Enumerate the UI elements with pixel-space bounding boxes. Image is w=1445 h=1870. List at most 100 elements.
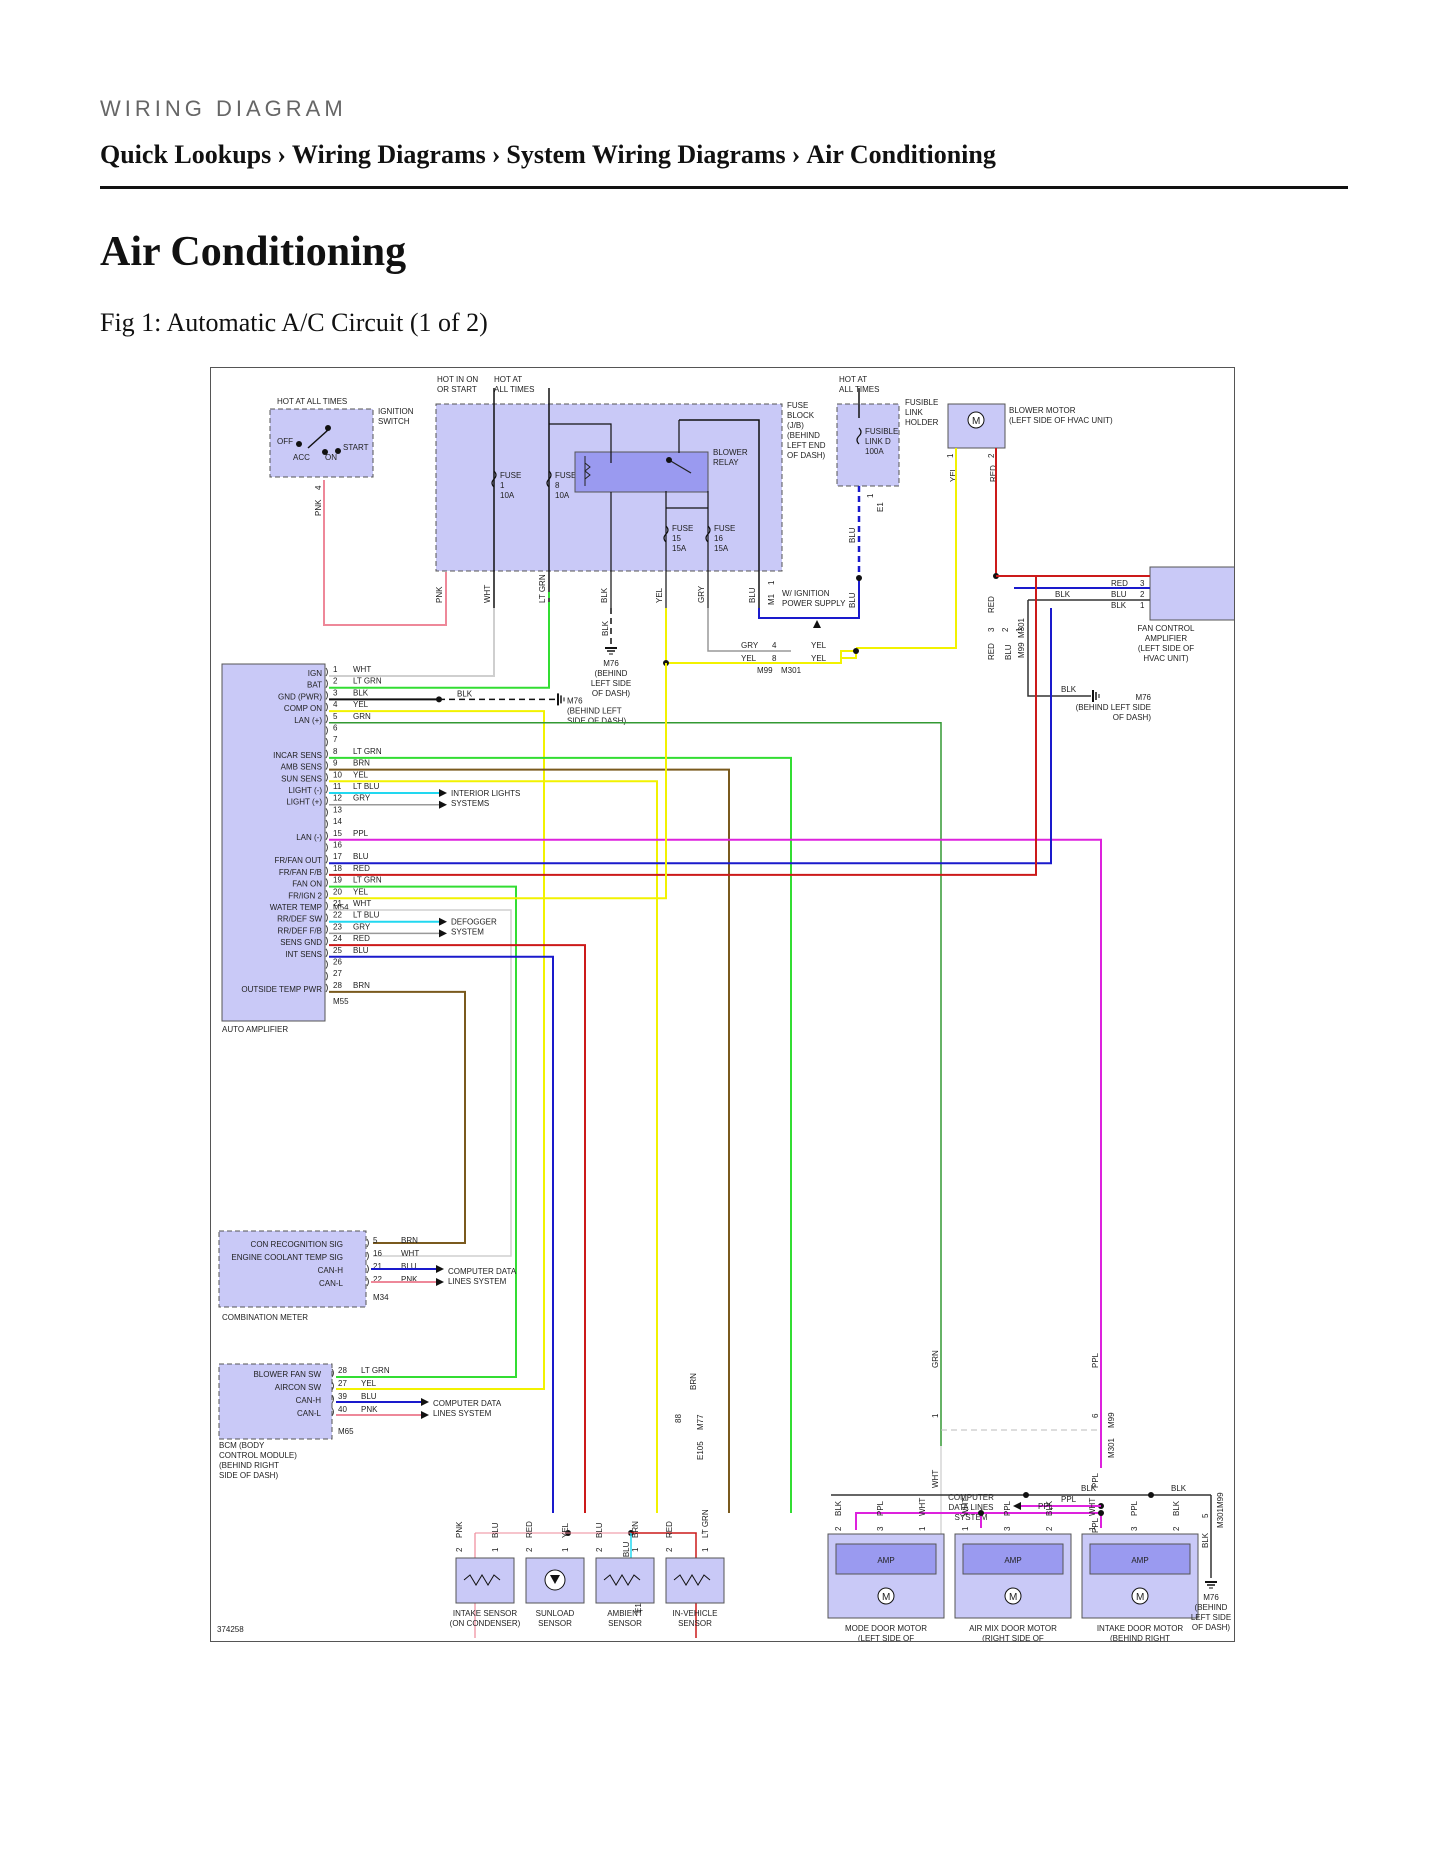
diagram-label: YEL (361, 1379, 377, 1388)
diagram-label: 16 (373, 1249, 382, 1258)
diagram-label: BLK (834, 1500, 843, 1516)
diagram-label: BLK (1081, 1484, 1097, 1493)
diagram-label: FUSIBLE (905, 398, 938, 407)
diagram-label: HOLDER (905, 418, 939, 427)
motor-icon (967, 411, 985, 429)
diagram-label: 22 (373, 1275, 382, 1284)
diagram-label: COMPUTER DATA (448, 1267, 517, 1276)
diagram-label: 1 (1140, 601, 1145, 610)
diagram-label: INCAR SENS (273, 751, 322, 760)
diagram-label: BLK (1111, 601, 1127, 610)
wire-yel-blower (856, 448, 957, 649)
diagram-label: PNK (401, 1275, 418, 1284)
diagram-label: SENSOR (608, 1619, 642, 1628)
diagram-label: OF DASH) (787, 451, 826, 460)
header-divider (100, 186, 1348, 189)
diagram-label: BLK (1055, 590, 1071, 599)
diagram-label: 5 (333, 712, 338, 721)
motor-icon (877, 1587, 895, 1605)
diagram-label: MODE DOOR MOTOR (845, 1624, 927, 1633)
pin-terminal (325, 702, 328, 712)
diagram-label: FR/FAN OUT (274, 856, 322, 865)
diagram-label: BLU (353, 852, 369, 861)
fuse-feed-blu (679, 419, 760, 608)
diagram-label: SENS GND (280, 938, 322, 947)
diagram-label: YEL (811, 641, 827, 650)
diagram-label: BLK (1201, 1532, 1210, 1548)
breadcrumb-air-conditioning[interactable]: Air Conditioning (806, 140, 996, 169)
diagram-label: BAT (307, 681, 322, 690)
diagram-label: AMB SENS (281, 763, 322, 772)
wire-yel-comp-on (329, 710, 545, 1368)
diagram-label: COMPUTER (948, 1493, 994, 1502)
diagram-label: AMBIENT (607, 1609, 643, 1618)
switch-pivot (325, 425, 331, 431)
diagram-label: SIDE OF DASH) (219, 1471, 278, 1480)
diagram-label: PNK (314, 499, 323, 516)
wire-blu-supply (758, 578, 860, 619)
diagram-label: OUTSIDE TEMP PWR (241, 985, 322, 994)
wire-ppl-lan (329, 838, 1102, 1468)
diagram-label: 15A (714, 544, 729, 553)
fan-control-amplifier (1149, 566, 1234, 621)
motor-icon-label: M (882, 1592, 890, 1603)
diagram-label: WHT (918, 1498, 927, 1516)
diagram-label: (BEHIND (595, 669, 628, 678)
diagram-label: OR START (437, 385, 477, 394)
pin-terminal (325, 749, 328, 759)
diagram-label: 15A (672, 544, 687, 553)
switch-terminal (296, 441, 302, 447)
pin-terminal (325, 667, 328, 677)
diagram-label: BLK (1061, 685, 1077, 694)
diagram-label: 10A (500, 491, 515, 500)
breadcrumb-wiring-diagrams[interactable]: Wiring Diagrams (291, 140, 486, 169)
figure-caption: Fig 1: Automatic A/C Circuit (1 of 2) (100, 308, 488, 337)
diagram-label: BLOCK (787, 411, 815, 420)
diagram-label: 1 (918, 1526, 927, 1531)
diagram-label: BLK (600, 587, 609, 603)
diagram-label: SUNLOAD (536, 1609, 575, 1618)
diagram-label: RED (665, 1521, 674, 1538)
wire-wht-ign (329, 608, 495, 677)
diagram-label: INTAKE SENSOR (453, 1609, 518, 1618)
diagram-label: 2 (1172, 1526, 1181, 1531)
pin-terminal (366, 1238, 369, 1248)
diagram-label: 2 (1045, 1526, 1054, 1531)
figure-id: 374258 (217, 1625, 244, 1634)
diagram-label: M77 (696, 1414, 705, 1430)
diagram-label: PPL (1091, 1517, 1100, 1533)
diagram-label: LT GRN (353, 677, 382, 686)
diagram-label: CAN-L (319, 1279, 344, 1288)
diagram-label: (BEHIND (1195, 1603, 1228, 1612)
diagram-label: CON RECOGNITION SIG (251, 1240, 343, 1249)
diagram-label: LINK (905, 408, 923, 417)
diagram-label: 4 (314, 485, 323, 490)
diagram-label: COMBINATION METER (222, 1313, 308, 1322)
combination-meter (218, 1230, 367, 1308)
diagram-label: PPL (876, 1500, 885, 1516)
diagram-label: BRN (631, 1521, 640, 1538)
arrow-icon (439, 917, 447, 926)
diagram-label: 1 (701, 1547, 710, 1552)
diagram-label: START (343, 443, 369, 452)
arrow-icon (421, 1411, 429, 1419)
pin-terminal (325, 843, 328, 852)
pin-terminal (325, 714, 328, 724)
diagram-label: LT BLU (622, 1541, 631, 1568)
diagram-label: SENSOR (678, 1619, 712, 1628)
diagram-label: M34 (373, 1293, 389, 1302)
diagram-label: M301 (1017, 617, 1026, 638)
diagram-label: BLOWER FAN SW (253, 1370, 321, 1379)
breadcrumb-system-wiring-diagrams[interactable]: System Wiring Diagrams (506, 140, 786, 169)
pin-terminal (331, 1407, 334, 1417)
diagram-label: LT GRN (353, 747, 382, 756)
motor-amp (962, 1543, 1064, 1575)
relay-feed (549, 423, 612, 463)
breadcrumb-quick-lookups[interactable]: Quick Lookups (100, 140, 272, 169)
diagram-label: LINES SYSTEM (433, 1409, 492, 1418)
diagram-label: 8 (772, 654, 777, 663)
diagram-label: ENGINE COOLANT TEMP SIG (231, 1253, 343, 1262)
diagram-label: RED (987, 643, 996, 660)
diagram-label: YEL (949, 466, 958, 482)
